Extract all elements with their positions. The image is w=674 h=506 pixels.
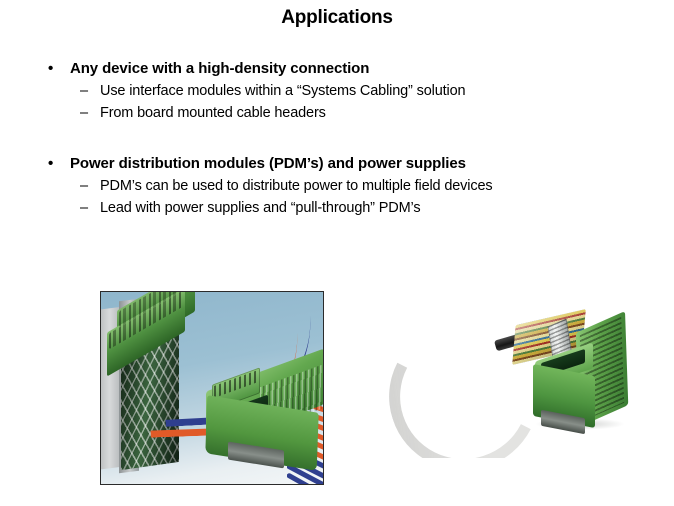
bullet-level1-heading-1: • Any device with a high-density connect… [0,58,674,80]
bullet-level2-text: Lead with power supplies and “pull-throu… [100,200,421,216]
bullet-level1-text: Power distribution modules (PDM’s) and p… [70,155,466,172]
bullet-level2-item: – Lead with power supplies and “pull-thr… [0,197,674,219]
bullet-level2-item: – From board mounted cable headers [0,102,674,124]
bullet-group-1: • Any device with a high-density connect… [0,58,674,124]
bullet-content: • Any device with a high-density connect… [0,58,674,219]
green-front-adapter-graphic [533,311,629,435]
bullet-level2-text: PDM’s can be used to distribute power to… [100,178,493,194]
left-product-photo [100,291,324,485]
dash-marker-icon: – [80,200,88,216]
bullet-level2-text: Use interface modules within a “Systems … [100,83,466,99]
bullet-marker-icon: • [48,155,54,172]
bullet-level2-text: From board mounted cable headers [100,105,326,121]
dash-marker-icon: – [80,178,88,194]
green-interface-module-graphic [205,348,323,471]
bullet-level2-item: – PDM’s can be used to distribute power … [0,175,674,197]
bullet-level1-text: Any device with a high-density connectio… [70,60,370,77]
bullet-level2-item: – Use interface modules within a “System… [0,80,674,102]
dash-marker-icon: – [80,83,88,99]
bullet-marker-icon: • [48,60,54,77]
right-product-photo [385,300,637,458]
dash-marker-icon: – [80,105,88,121]
bullet-level1-heading-2: • Power distribution modules (PDM’s) and… [0,153,674,175]
page-title: Applications [281,7,393,28]
bullet-group-2: • Power distribution modules (PDM’s) and… [0,153,674,219]
